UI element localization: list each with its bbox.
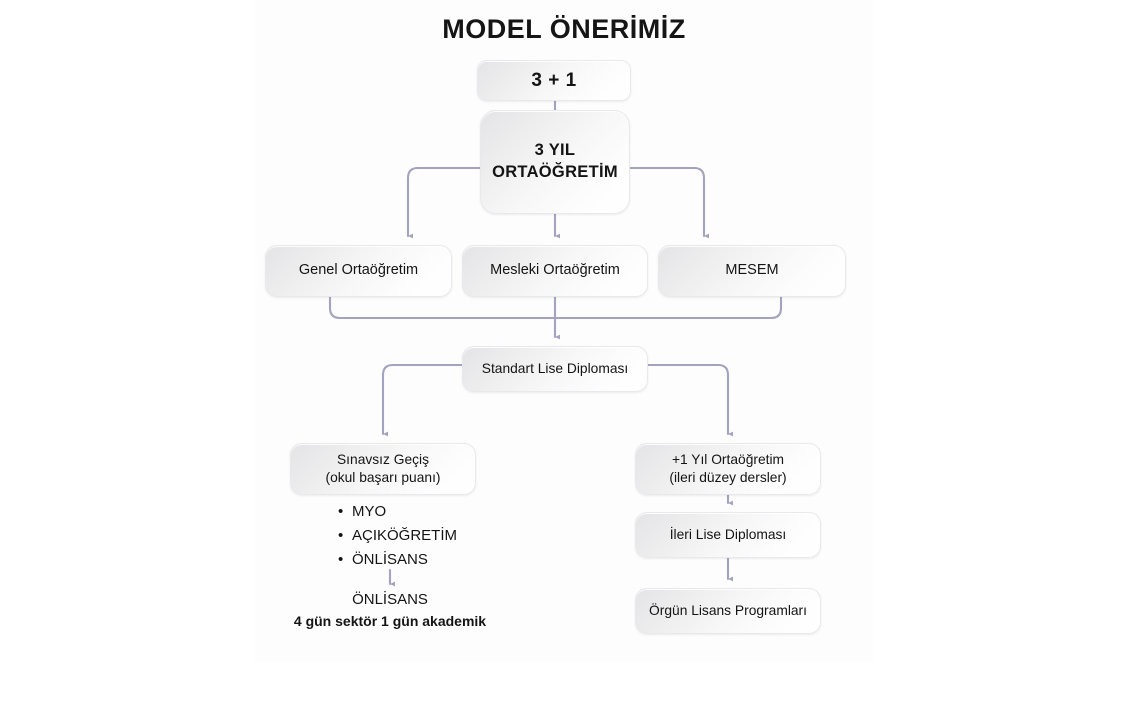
node-3-yil-ortaogretim[interactable]: 3 YIL ORTAÖĞRETİM	[480, 110, 630, 214]
node-ileri-lise-diplomasi-label: İleri Lise Diploması	[669, 526, 787, 542]
node-standart-lise-diplomasi[interactable]: Standart Lise Diploması	[462, 346, 648, 392]
node-orgun-lisans-programlari-label: Örgün Lisans Programları	[649, 602, 807, 618]
node-orgun-lisans-programlari[interactable]: Örgün Lisans Programları	[635, 588, 821, 634]
bullet-marker-icon: •	[338, 527, 344, 544]
bullet-marker-icon: •	[338, 551, 344, 568]
bullet-marker-icon: •	[338, 503, 344, 520]
node-sinavsiz-gecis-line1: Sınavsız Geçiş	[336, 451, 429, 467]
list-item-label: MYO	[352, 503, 387, 520]
list-item: • MYO	[300, 503, 500, 527]
node-sinavsiz-gecis-line2: (okul başarı puanı)	[325, 470, 441, 485]
node-mesem-label: MESEM	[725, 262, 779, 279]
list-item: • AÇIKÖĞRETİM	[300, 527, 500, 551]
list-item-label: ÖNLİSANS	[352, 551, 428, 568]
node-sinavsiz-gecis[interactable]: Sınavsız Geçiş (okul başarı puanı)	[290, 443, 476, 495]
node-plus-1-yil-ortaogretim[interactable]: +1 Yıl Ortaöğretim (ileri düzey dersler)	[635, 443, 821, 495]
list-item-label: AÇIKÖĞRETİM	[352, 527, 458, 544]
node-mesleki-ortaogretim-label: Mesleki Ortaöğretim	[490, 262, 620, 279]
outcome-label: ÖNLİSANS	[352, 591, 428, 608]
node-plus-1-yil-ortaogretim-line2: (ileri düzey dersler)	[669, 470, 787, 485]
bullet-list: • MYO • AÇIKÖĞRETİM • ÖNLİSANS	[300, 503, 500, 575]
node-3-plus-1[interactable]: 3 + 1	[477, 60, 631, 101]
node-3-yil-ortaogretim-line1: 3 YIL	[534, 141, 576, 160]
node-3-yil-ortaogretim-line2: ORTAÖĞRETİM	[492, 163, 618, 181]
node-genel-ortaogretim-label: Genel Ortaöğretim	[298, 262, 419, 279]
node-standart-lise-diplomasi-label: Standart Lise Diploması	[481, 360, 629, 376]
node-mesleki-ortaogretim[interactable]: Mesleki Ortaöğretim	[462, 245, 648, 297]
list-item: • ÖNLİSANS	[300, 551, 500, 575]
node-ileri-lise-diplomasi[interactable]: İleri Lise Diploması	[635, 512, 821, 558]
node-3-plus-1-label: 3 + 1	[531, 69, 577, 91]
node-plus-1-yil-ortaogretim-line1: +1 Yıl Ortaöğretim	[671, 451, 785, 467]
node-genel-ortaogretim[interactable]: Genel Ortaöğretim	[265, 245, 452, 297]
outcome-note: 4 gün sektör 1 gün akademik	[293, 613, 487, 629]
page-title: MODEL ÖNERİMİZ	[442, 14, 686, 44]
node-mesem[interactable]: MESEM	[658, 245, 846, 297]
